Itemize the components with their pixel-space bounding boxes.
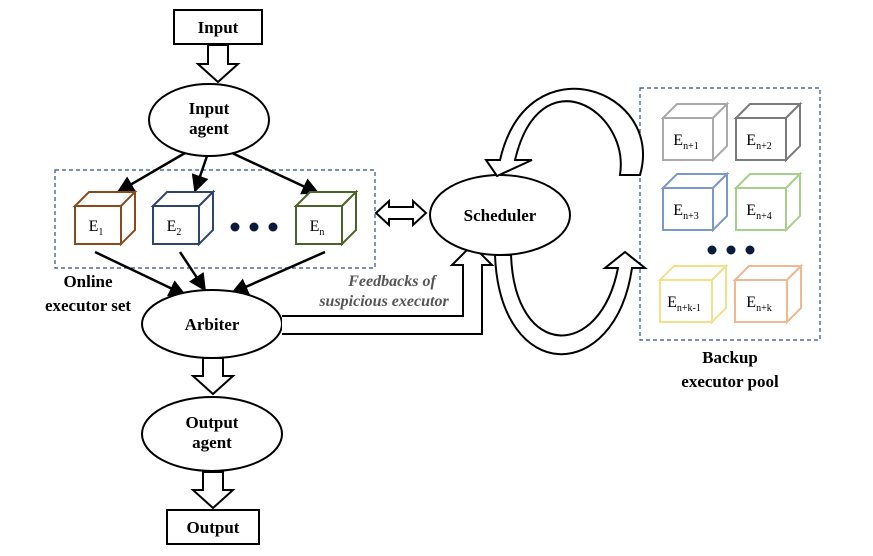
backup-executor-1-cube-label: En+1: [673, 132, 698, 152]
online-set-label-line1: Online: [63, 272, 113, 291]
arbiter-label: Arbiter: [185, 315, 240, 334]
executor-e2-cube-label: E2: [167, 218, 182, 238]
backup-executor-5-cube: En+k-1: [657, 263, 729, 325]
backup-executor-2-cube: En+2: [733, 101, 803, 163]
arbiter-to-output-agent-arrow: [190, 357, 236, 396]
executor-e3-cube: En: [293, 189, 359, 247]
backup-executor-6-cube-label: En+k: [746, 294, 771, 314]
input-agent-label-line1: Input: [189, 99, 230, 118]
output-label: Output: [187, 518, 240, 537]
online-executor-set-box: [54, 169, 376, 269]
backup-executor-4-cube: En+4: [733, 171, 803, 233]
input-agent-label-line2: agent: [189, 119, 229, 138]
backup-executor-3-cube-label: En+3: [673, 202, 698, 222]
backup-executors: En+1 En+2En+3 En+4En+k-1 En+k: [657, 101, 804, 325]
online-set-label-line2: executor set: [45, 296, 131, 315]
executor-e1-cube: E1: [72, 189, 138, 247]
backup-executor-4-cube-label: En+4: [746, 202, 771, 222]
arrow-to-e2: [191, 155, 209, 193]
output-agent-label-line1: Output: [186, 413, 239, 432]
backup-executor-1-cube: En+1: [660, 101, 730, 163]
backup-pool-label-line2: executor pool: [681, 372, 779, 391]
output-agent-label-line2: agent: [192, 433, 232, 452]
online-executors: E1 E2 En: [72, 189, 359, 247]
arrow-to-en: [231, 151, 320, 195]
input-label: Input: [198, 18, 239, 37]
feedback-label-line1: Feedbacks of: [347, 273, 437, 290]
executor-e3-cube-label: En: [310, 218, 325, 238]
input-agent-node: [148, 83, 270, 157]
arrow-to-e1: [116, 151, 186, 194]
backup-executor-6-cube: En+k: [732, 263, 804, 325]
backup-executor-pool-box: [639, 87, 821, 341]
arrow-e2-arbiter: [178, 251, 207, 292]
online-ellipsis-icon: [230, 222, 278, 232]
feedback-label-line2: suspicious executor: [318, 293, 449, 310]
backup-pool-label-line1: Backup: [702, 348, 758, 367]
output-flow-arrow: [190, 471, 236, 510]
output-box: [166, 509, 260, 545]
pool-to-scheduler-arrow: [484, 87, 644, 178]
scheduler-to-pool-arrow: [493, 250, 648, 356]
online-scheduler-double-arrow: [374, 198, 428, 228]
scheduler-label: Scheduler: [464, 206, 537, 225]
backup-executor-3-cube: En+3: [660, 171, 730, 233]
arrow-en-arbiter: [230, 250, 326, 295]
executor-e2-cube: E2: [150, 189, 216, 247]
executor-e1-cube-label: E1: [89, 218, 104, 238]
backup-executor-2-cube-label: En+2: [746, 132, 771, 152]
arrow-e1-arbiter: [94, 250, 187, 297]
backup-executor-5-cube-label: En+k-1: [667, 294, 701, 314]
input-flow-arrow: [195, 44, 241, 84]
backup-ellipsis-icon: [707, 245, 755, 255]
